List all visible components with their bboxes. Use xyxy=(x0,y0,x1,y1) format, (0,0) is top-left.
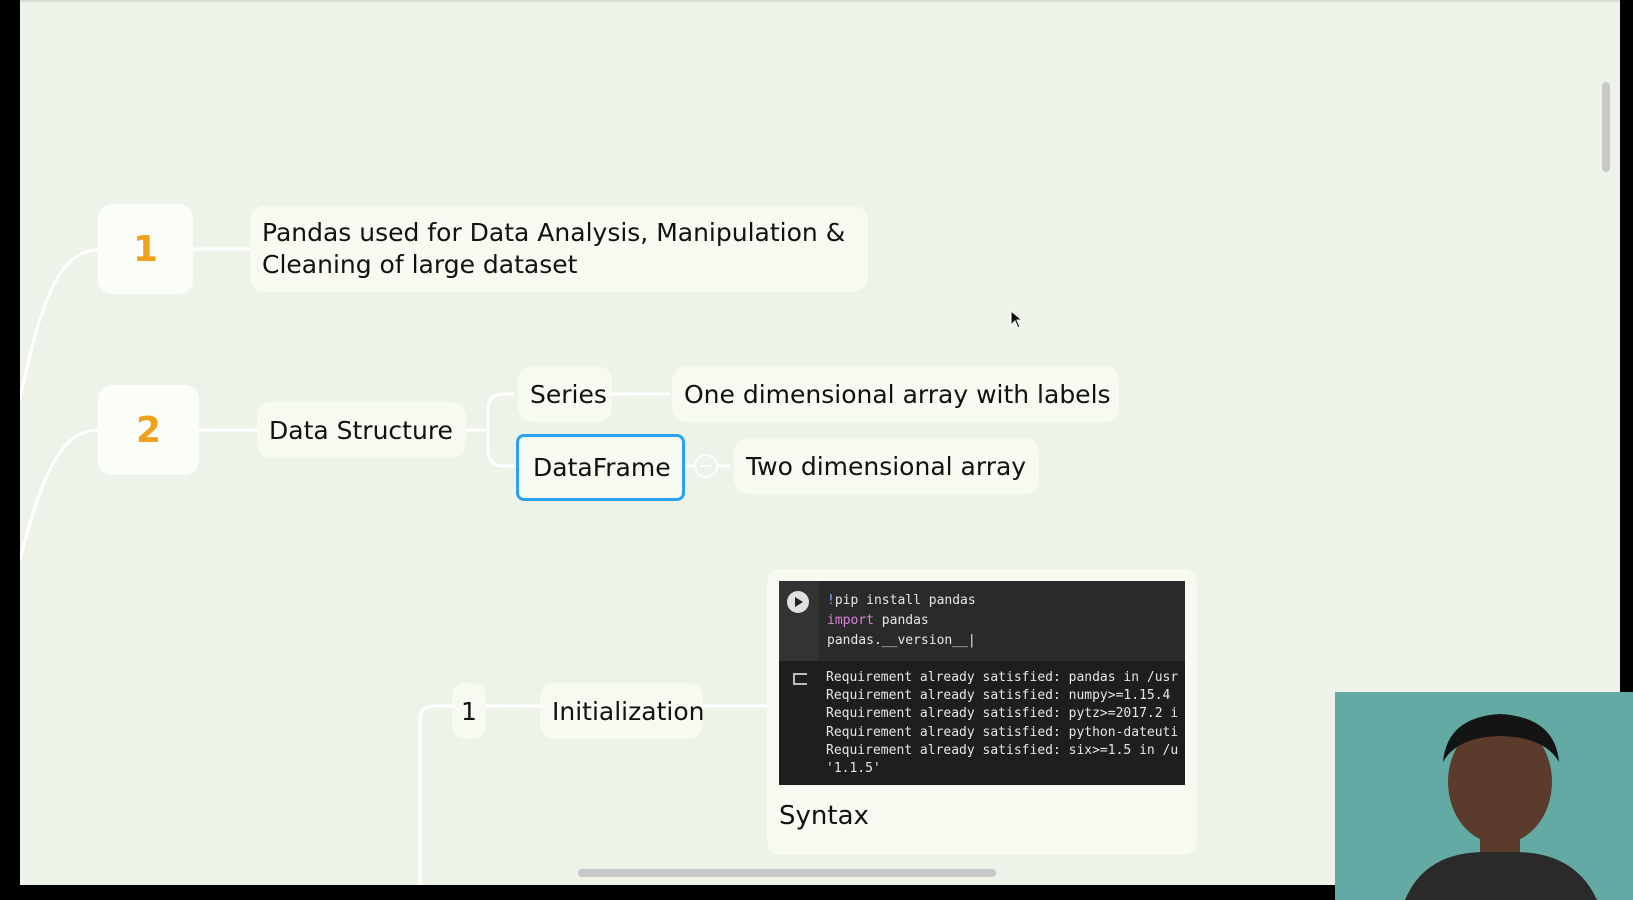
series-node[interactable]: Series xyxy=(518,366,612,422)
output-icon xyxy=(793,673,807,685)
code-line-3: pandas.__version__ xyxy=(827,633,968,648)
dataframe-node-selected[interactable]: DataFrame xyxy=(516,434,685,501)
code-line-1: pip install pandas xyxy=(834,593,976,608)
topic-2-number[interactable]: 2 xyxy=(98,385,199,475)
code-bang: ! xyxy=(827,593,835,608)
code-line-2: pandas xyxy=(873,613,929,628)
output-line-6: '1.1.5' xyxy=(826,761,881,777)
syntax-caption: Syntax xyxy=(779,801,869,831)
topic-1-number[interactable]: 1 xyxy=(98,204,193,294)
output-line-1: Requirement already satisfied: pandas in… xyxy=(826,670,1179,685)
output-line-3: Requirement already satisfied: pytz>=201… xyxy=(826,706,1179,722)
presenter-video xyxy=(1335,692,1633,900)
output-line-5: Requirement already satisfied: six>=1.5 … xyxy=(826,742,1179,758)
data-structure-node[interactable]: Data Structure xyxy=(257,402,466,458)
code-cell-image: !pip install pandas import pandas pandas… xyxy=(779,581,1185,785)
mouse-cursor-icon xyxy=(1010,310,1024,329)
vertical-scrollbar[interactable] xyxy=(1602,82,1610,172)
code-input-area: !pip install pandas import pandas pandas… xyxy=(779,581,1185,661)
top-divider xyxy=(20,0,1620,2)
mindmap-canvas[interactable]: 1 Pandas used for Data Analysis, Manipul… xyxy=(20,0,1620,885)
dataframe-detail-node[interactable]: Two dimensional array xyxy=(734,438,1039,494)
syntax-card[interactable]: !pip install pandas import pandas pandas… xyxy=(767,569,1197,855)
topic-1-line-1: Pandas used for Data Analysis, Manipulat… xyxy=(262,218,846,247)
output-line-4: Requirement already satisfied: python-da… xyxy=(826,724,1179,740)
initialization-node[interactable]: Initialization xyxy=(540,683,704,739)
topic-1-description[interactable]: Pandas used for Data Analysis, Manipulat… xyxy=(250,206,868,292)
code-input-lines: !pip install pandas import pandas pandas… xyxy=(827,593,976,648)
series-detail-node[interactable]: One dimensional array with labels xyxy=(672,366,1119,422)
connector-lines xyxy=(20,247,770,885)
subtopic-1-number[interactable]: 1 xyxy=(452,683,486,739)
code-output-lines: Requirement already satisfied: pandas in… xyxy=(826,669,1178,778)
output-line-2: Requirement already satisfied: numpy>=1.… xyxy=(826,688,1179,704)
horizontal-scrollbar[interactable] xyxy=(578,869,996,877)
topic-1-line-2: Cleaning of large dataset xyxy=(262,250,578,279)
run-cell-icon xyxy=(787,591,809,613)
code-kw-import: import xyxy=(827,613,874,628)
webcam-overlay xyxy=(1335,692,1633,900)
